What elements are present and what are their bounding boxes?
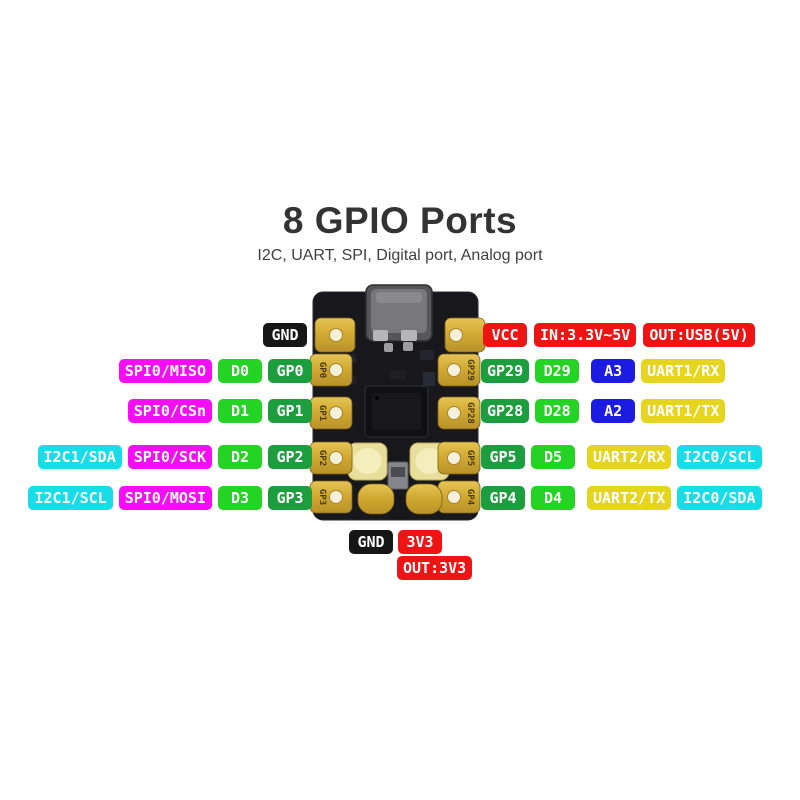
pin-label-gp2: GP2 (268, 445, 312, 469)
pad-text-gp29: GP29 (465, 359, 475, 381)
pin-label-d5: D5 (531, 445, 575, 469)
pin-row-left-4: I2C1/SCL SPI0/MOSI D3 GP3 (28, 486, 312, 510)
pad-text-gp0: GP0 (317, 362, 327, 378)
usb-c-connector (365, 284, 433, 352)
pin-label-d2: D2 (218, 445, 262, 469)
pin-label-i2c0-sda: I2C0/SDA (677, 486, 762, 510)
pin-label-vcc: VCC (483, 323, 527, 347)
pin-label-i2c1-scl: I2C1/SCL (28, 486, 113, 510)
pin-label-uart1-tx: UART1/TX (641, 399, 726, 423)
pin-label-gp0: GP0 (268, 359, 312, 383)
pin-label-spi0-csn: SPI0/CSn (127, 399, 212, 423)
pin-label-gnd-bottom: GND (349, 530, 393, 554)
pin-label-i2c1-sda: I2C1/SDA (37, 445, 122, 469)
pin-label-3v3: 3V3 (398, 530, 442, 554)
mcu-chip (364, 385, 429, 438)
pin-label-gp1: GP1 (268, 399, 312, 423)
pin-label-d0: D0 (218, 359, 262, 383)
pin-label-gp28: GP28 (481, 399, 530, 423)
pin-label-uart1-rx: UART1/RX (641, 359, 726, 383)
pin-label-d4: D4 (531, 486, 575, 510)
pin-label-uart2-tx: UART2/TX (587, 486, 672, 510)
pin-label-uart2-rx: UART2/RX (587, 445, 672, 469)
regulator-chip (387, 461, 409, 490)
pin-row-top-right: VCC IN:3.3V~5V OUT:USB(5V) (483, 323, 755, 347)
pin-row-left-3: I2C1/SDA SPI0/SCK D2 GP2 (37, 445, 312, 469)
pad-text-gp2: GP2 (317, 450, 327, 466)
pin-label-spi0-mosi: SPI0/MOSI (118, 486, 212, 510)
pads-bottom (357, 483, 443, 515)
pin-label-d1: D1 (218, 399, 262, 423)
pad-text-gp4: GP4 (465, 489, 475, 506)
pin-label-gp29: GP29 (481, 359, 530, 383)
pin-label-gp5: GP5 (481, 445, 525, 469)
pin-label-vcc-in-range: IN:3.3V~5V (534, 323, 637, 347)
board-image: GP0 GP1 GP2 GP3 GP29 GP28 GP5 GP4 (309, 284, 486, 521)
pad-top-right (444, 317, 486, 353)
pin-row-right-1: GP29 D29 A3 UART1/RX (481, 359, 726, 383)
pad-text-gp3: GP3 (317, 489, 327, 505)
pin-label-d28: D28 (535, 399, 580, 423)
pad-text-gp1: GP1 (317, 405, 327, 421)
boot-button (347, 442, 388, 481)
pin-row-left-1: SPI0/MISO D0 GP0 (118, 359, 312, 383)
pin-row-left-2: SPI0/CSn D1 GP1 (127, 399, 312, 423)
pin-label-gp3: GP3 (268, 486, 312, 510)
pin-row-right-4: GP4 D4 UART2/TX I2C0/SDA (481, 486, 762, 510)
pin-label-vcc-out-usb: OUT:USB(5V) (643, 323, 755, 347)
pin-label-spi0-sck: SPI0/SCK (127, 445, 212, 469)
pin-label-gnd-top: GND (263, 323, 307, 347)
pin-label-a3: A3 (591, 359, 636, 383)
pads-right: GP29 GP28 GP5 GP4 (437, 353, 481, 514)
page-subtitle: I2C, UART, SPI, Digital port, Analog por… (257, 247, 543, 264)
pad-top-left (314, 317, 356, 353)
pin-label-d29: D29 (535, 359, 580, 383)
pin-label-a2: A2 (591, 399, 636, 423)
pin-row-right-3: GP5 D5 UART2/RX I2C0/SCL (481, 445, 762, 469)
pin-label-i2c0-scl: I2C0/SCL (677, 445, 762, 469)
page-title: 8 GPIO Ports (282, 200, 518, 241)
pad-text-gp5: GP5 (465, 450, 475, 466)
pin-row-right-2: GP28 D28 A2 UART1/TX (481, 399, 726, 423)
pin-label-spi0-miso: SPI0/MISO (118, 359, 212, 383)
pin-label-d3: D3 (218, 486, 262, 510)
pin-label-out-3v3: OUT:3V3 (397, 556, 473, 580)
pin-label-gp4: GP4 (481, 486, 525, 510)
pad-text-gp28: GP28 (465, 402, 475, 424)
